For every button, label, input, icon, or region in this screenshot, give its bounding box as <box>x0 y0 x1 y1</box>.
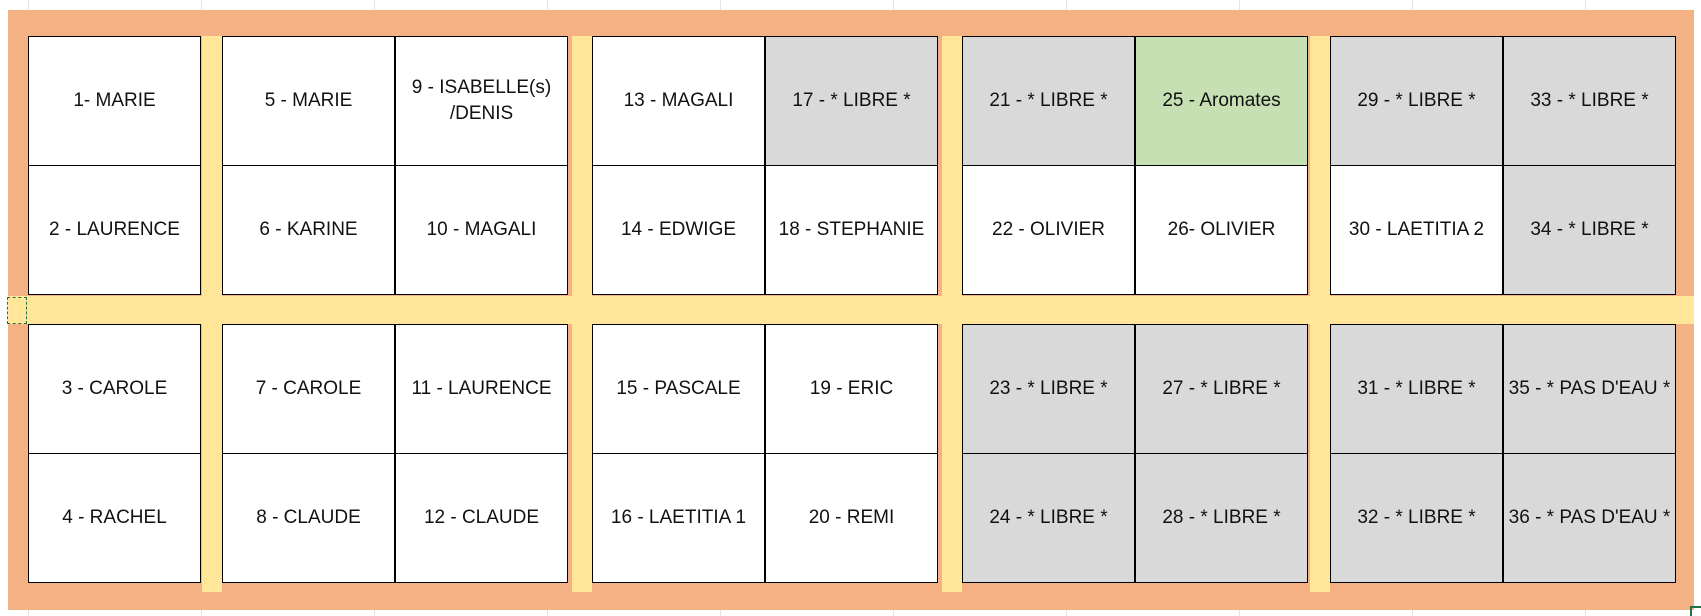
plot-29[interactable]: 29 - * LIBRE * <box>1330 36 1503 166</box>
plot-25[interactable]: 25 - Aromates <box>1135 36 1308 166</box>
plot-14[interactable]: 14 - EDWIGE <box>592 165 765 295</box>
plot-2[interactable]: 2 - LAURENCE <box>28 165 201 295</box>
plot-5[interactable]: 5 - MARIE <box>222 36 395 166</box>
plot-36[interactable]: 36 - * PAS D'EAU * <box>1503 453 1676 583</box>
plot-30[interactable]: 30 - LAETITIA 2 <box>1330 165 1503 295</box>
plot-28[interactable]: 28 - * LIBRE * <box>1135 453 1308 583</box>
plot-34[interactable]: 34 - * LIBRE * <box>1503 165 1676 295</box>
plot-20[interactable]: 20 - REMI <box>765 453 938 583</box>
plot-11[interactable]: 11 - LAURENCE <box>395 324 568 454</box>
horizontal-path <box>8 296 1694 324</box>
plot-13[interactable]: 13 - MAGALI <box>592 36 765 166</box>
plot-24[interactable]: 24 - * LIBRE * <box>962 453 1135 583</box>
plot-16[interactable]: 16 - LAETITIA 1 <box>592 453 765 583</box>
plot-8[interactable]: 8 - CLAUDE <box>222 453 395 583</box>
plot-31[interactable]: 31 - * LIBRE * <box>1330 324 1503 454</box>
plot-17[interactable]: 17 - * LIBRE * <box>765 36 938 166</box>
plot-3[interactable]: 3 - CAROLE <box>28 324 201 454</box>
plot-1[interactable]: 1- MARIE <box>28 36 201 166</box>
plot-6[interactable]: 6 - KARINE <box>222 165 395 295</box>
plot-7[interactable]: 7 - CAROLE <box>222 324 395 454</box>
plot-12[interactable]: 12 - CLAUDE <box>395 453 568 583</box>
plot-23[interactable]: 23 - * LIBRE * <box>962 324 1135 454</box>
plot-4[interactable]: 4 - RACHEL <box>28 453 201 583</box>
plot-33[interactable]: 33 - * LIBRE * <box>1503 36 1676 166</box>
plot-19[interactable]: 19 - ERIC <box>765 324 938 454</box>
plot-18[interactable]: 18 - STEPHANIE <box>765 165 938 295</box>
plot-9[interactable]: 9 - ISABELLE(s) /DENIS <box>395 36 568 166</box>
plot-27[interactable]: 27 - * LIBRE * <box>1135 324 1308 454</box>
plot-10[interactable]: 10 - MAGALI <box>395 165 568 295</box>
plot-22[interactable]: 22 - OLIVIER <box>962 165 1135 295</box>
plot-15[interactable]: 15 - PASCALE <box>592 324 765 454</box>
selected-cell[interactable] <box>7 297 27 324</box>
selection-corner <box>1690 606 1701 616</box>
plot-35[interactable]: 35 - * PAS D'EAU * <box>1503 324 1676 454</box>
plot-32[interactable]: 32 - * LIBRE * <box>1330 453 1503 583</box>
plot-21[interactable]: 21 - * LIBRE * <box>962 36 1135 166</box>
plot-26[interactable]: 26- OLIVIER <box>1135 165 1308 295</box>
